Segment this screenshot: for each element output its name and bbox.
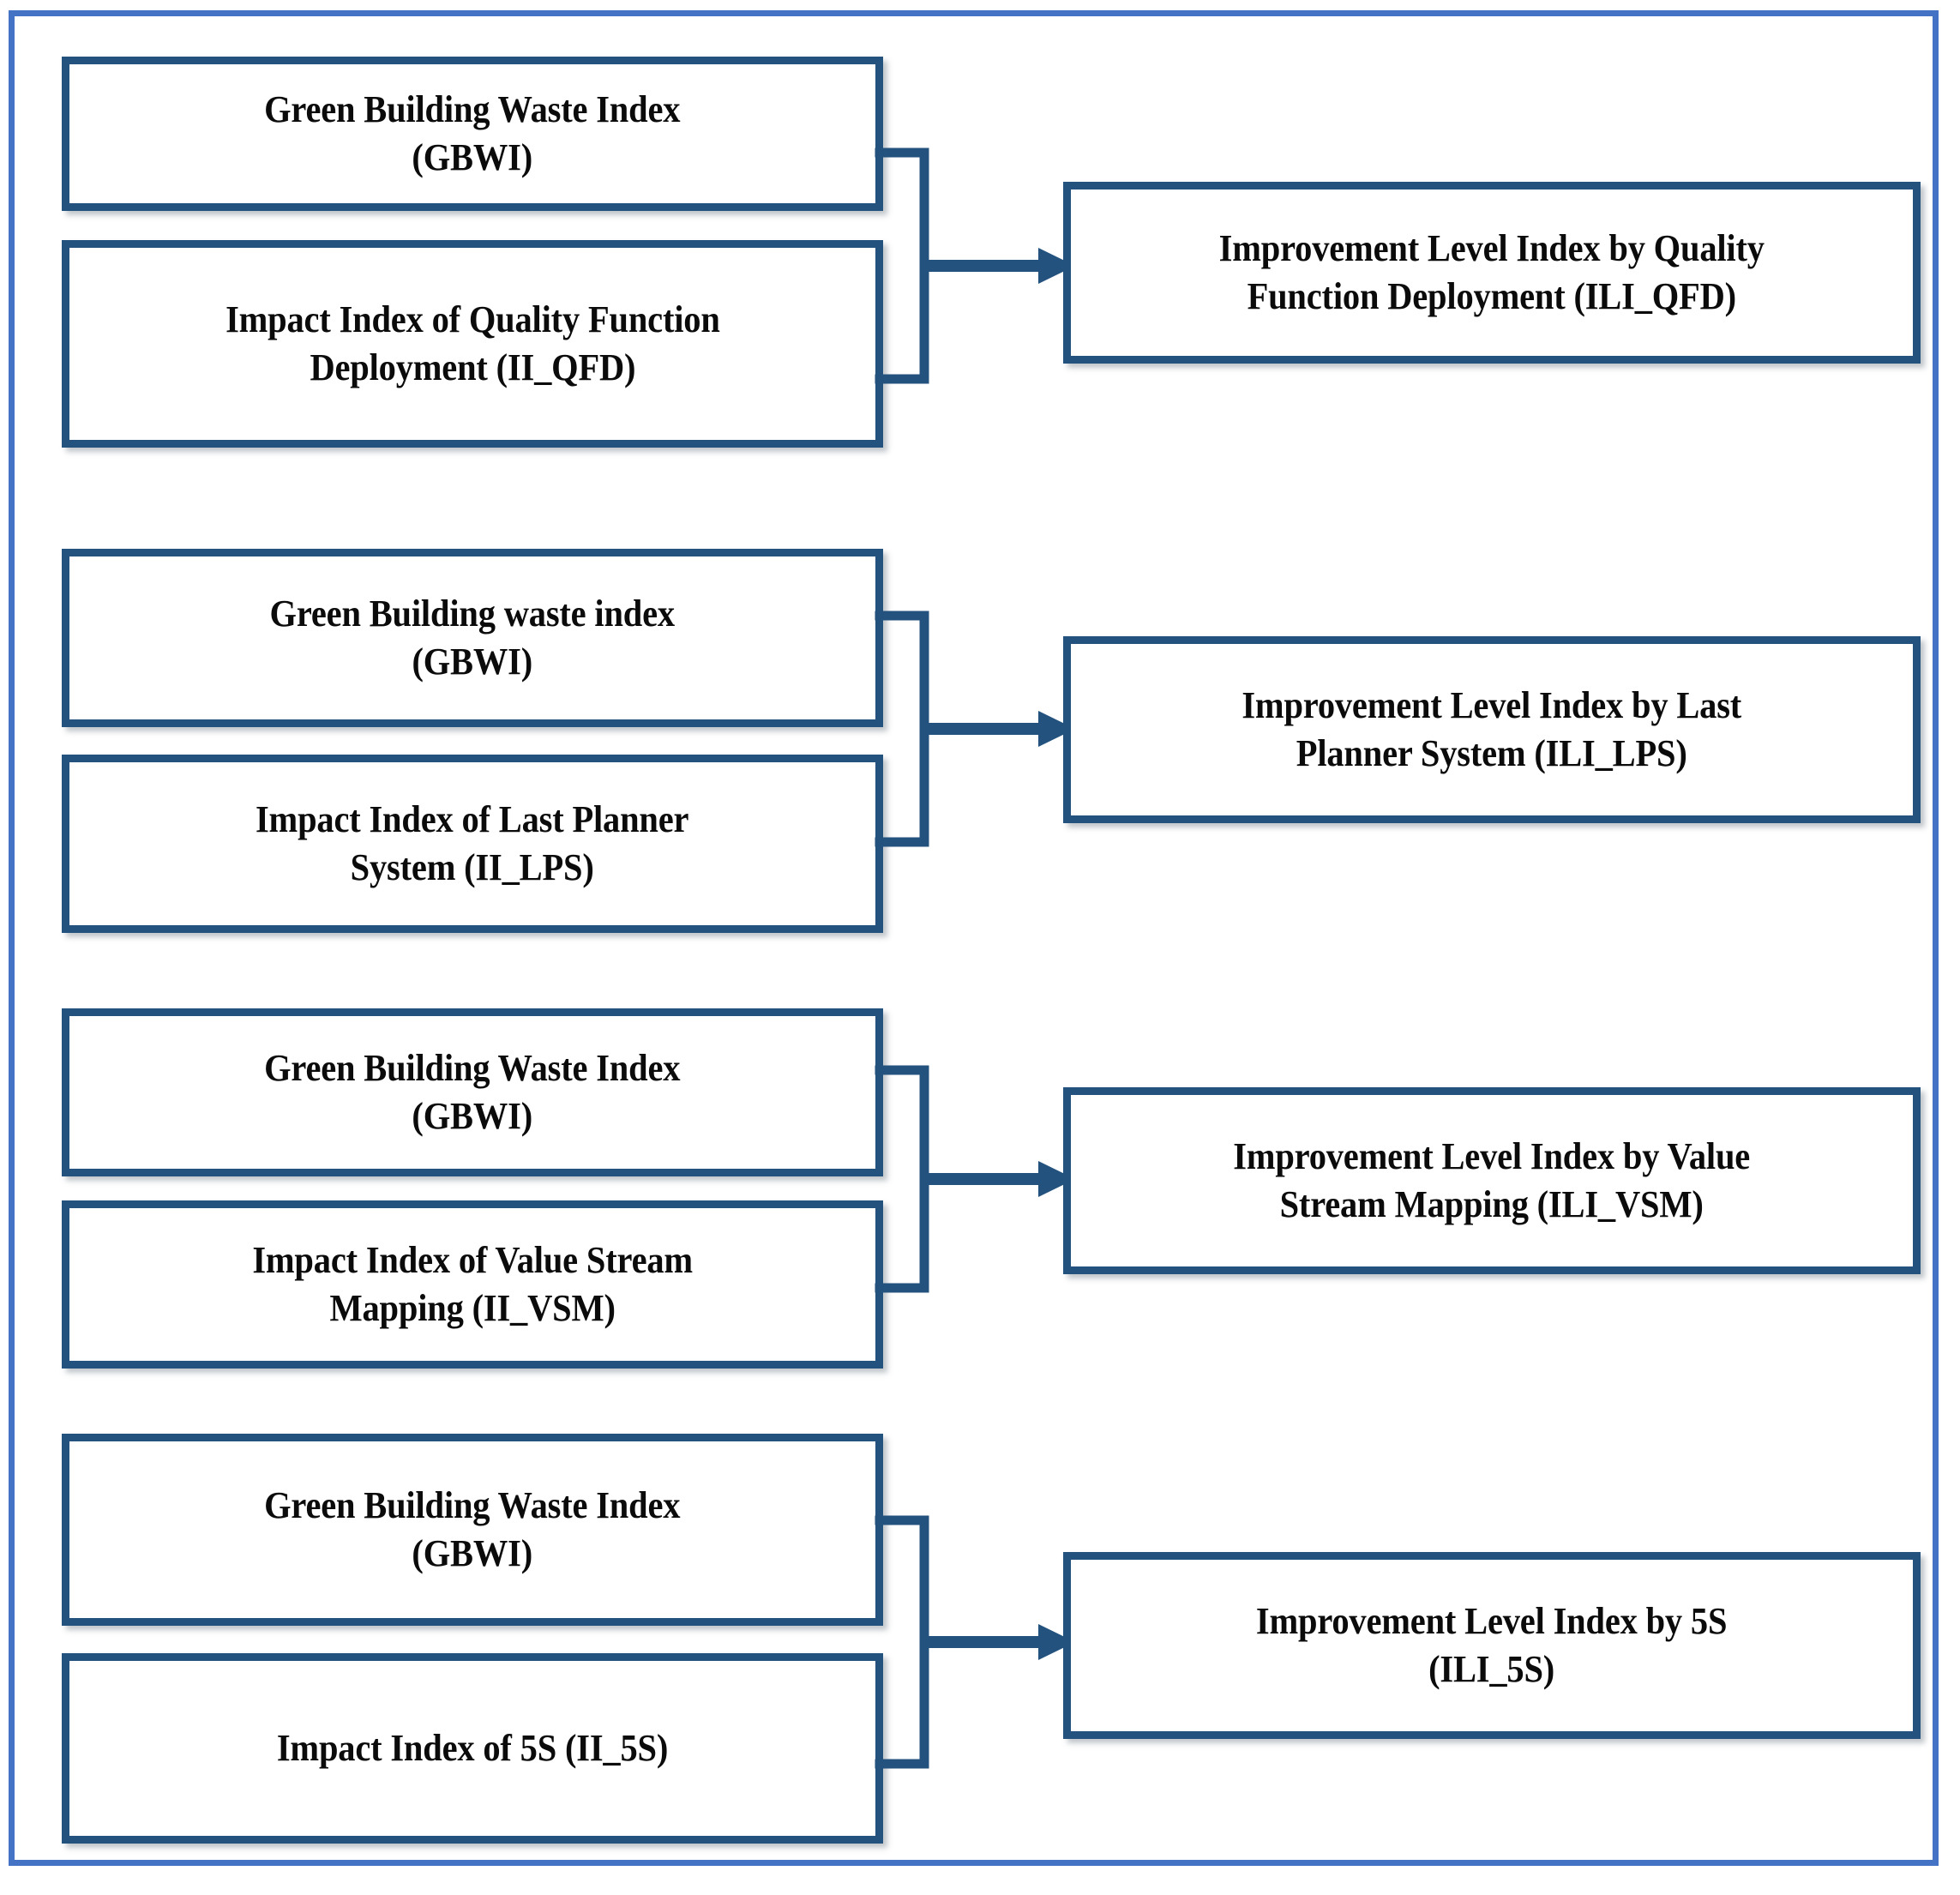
input-box-gbwi-1: Green Building Waste Index (GBWI) — [62, 57, 883, 211]
input-label-gbwi-2: Green Building waste index (GBWI) — [269, 592, 676, 683]
input-box-ii-vsm: Impact Index of Value Stream Mapping (II… — [62, 1200, 883, 1369]
input-label-gbwi-1: Green Building Waste Index (GBWI) — [264, 87, 681, 178]
input-box-ii-lps: Impact Index of Last Planner System (II_… — [62, 755, 883, 933]
input-label-ii-5s: Impact Index of 5S (II_5S) — [276, 1726, 669, 1769]
input-label-ii-vsm: Impact Index of Value Stream Mapping (II… — [252, 1238, 693, 1329]
output-label-ili-lps: Improvement Level Index by Last Planner … — [1242, 683, 1742, 774]
input-box-gbwi-4: Green Building Waste Index (GBWI) — [62, 1434, 883, 1626]
input-box-ii-qfd: Impact Index of Quality Function Deploym… — [62, 240, 883, 448]
output-box-ili-vsm: Improvement Level Index by Value Stream … — [1063, 1087, 1921, 1274]
input-label-gbwi-4: Green Building Waste Index (GBWI) — [264, 1483, 681, 1574]
input-box-gbwi-2: Green Building waste index (GBWI) — [62, 549, 883, 727]
output-label-ili-qfd: Improvement Level Index by Quality Funct… — [1218, 226, 1765, 317]
output-box-ili-lps: Improvement Level Index by Last Planner … — [1063, 636, 1921, 823]
input-label-ii-qfd: Impact Index of Quality Function Deploym… — [225, 298, 720, 388]
input-label-gbwi-3: Green Building Waste Index (GBWI) — [264, 1046, 681, 1137]
output-box-ili-5s: Improvement Level Index by 5S (ILI_5S) — [1063, 1552, 1921, 1739]
output-box-ili-qfd: Improvement Level Index by Quality Funct… — [1063, 182, 1921, 364]
input-label-ii-lps: Impact Index of Last Planner System (II_… — [256, 797, 689, 888]
input-box-ii-5s: Impact Index of 5S (II_5S) — [62, 1653, 883, 1844]
outer-frame — [9, 10, 1939, 1866]
output-label-ili-5s: Improvement Level Index by 5S (ILI_5S) — [1256, 1599, 1728, 1690]
output-label-ili-vsm: Improvement Level Index by Value Stream … — [1233, 1134, 1751, 1225]
input-box-gbwi-3: Green Building Waste Index (GBWI) — [62, 1008, 883, 1176]
